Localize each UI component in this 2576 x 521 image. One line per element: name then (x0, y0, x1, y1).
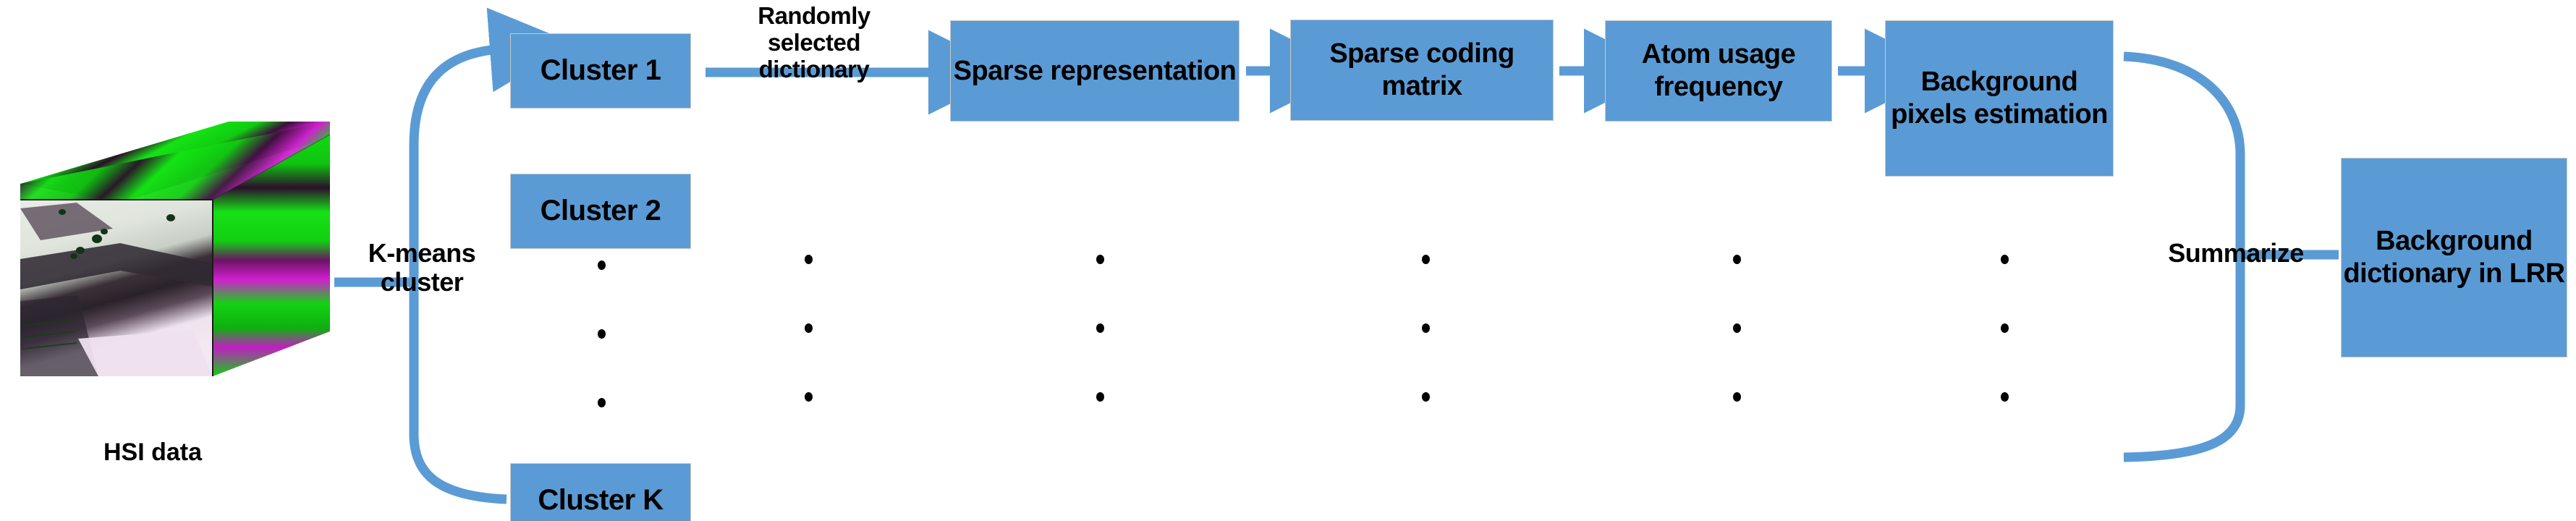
ellipsis-dot (2000, 255, 2009, 264)
hsi-data-caption: HSI data (103, 439, 203, 466)
ellipsis-sparse-representation (803, 255, 813, 402)
sparse-coding-matrix-box[interactable]: Sparse coding matrix (1290, 20, 1554, 121)
hsi-cube-svg (20, 122, 330, 376)
ellipsis-dot (804, 392, 813, 402)
ellipsis-dot (597, 260, 606, 270)
kmeans-cluster-label: K-means cluster (368, 238, 476, 297)
ellipsis-atom-usage-frequency (1420, 255, 1431, 402)
cluster-1-box[interactable]: Cluster 1 (510, 33, 691, 109)
ellipsis-dot (1421, 392, 1430, 402)
ellipsis-dot (1421, 255, 1430, 264)
ellipsis-dot (1732, 392, 1741, 402)
ellipsis-clusters (596, 260, 606, 407)
ellipsis-dot (1732, 255, 1741, 264)
ellipsis-dot (1096, 323, 1104, 333)
summarize-label: Summarize (2168, 238, 2304, 268)
background-dictionary-in-lrr-box[interactable]: Background dictionary in LRR (2341, 158, 2567, 357)
ellipsis-dot (804, 255, 813, 264)
ellipsis-background-estimation (1999, 255, 2009, 402)
ellipsis-background-pixels (1732, 255, 1742, 402)
ellipsis-dot (597, 398, 606, 407)
ellipsis-dot (804, 323, 813, 333)
ellipsis-dot (1096, 255, 1104, 264)
sparse-representation-box[interactable]: Sparse representation (950, 20, 1240, 122)
ellipsis-dot (1732, 323, 1741, 333)
ellipsis-dot (597, 329, 606, 339)
background-pixels-estimation-box[interactable]: Background pixels estimation (1885, 20, 2114, 177)
ellipsis-dot (1421, 323, 1430, 333)
ellipsis-dot (2000, 392, 2009, 402)
cluster-2-box[interactable]: Cluster 2 (510, 174, 691, 249)
ellipsis-sparse-coding-matrix (1095, 255, 1105, 402)
ellipsis-dot (1096, 392, 1104, 402)
ellipsis-dot (2000, 323, 2009, 333)
hsi-datacube-image (12, 122, 330, 425)
randomly-selected-dictionary-label: Randomly selected dictionary (758, 2, 870, 82)
atom-usage-frequency-box[interactable]: Atom usage frequency (1605, 20, 1832, 122)
cluster-k-box[interactable]: Cluster K (510, 463, 691, 521)
